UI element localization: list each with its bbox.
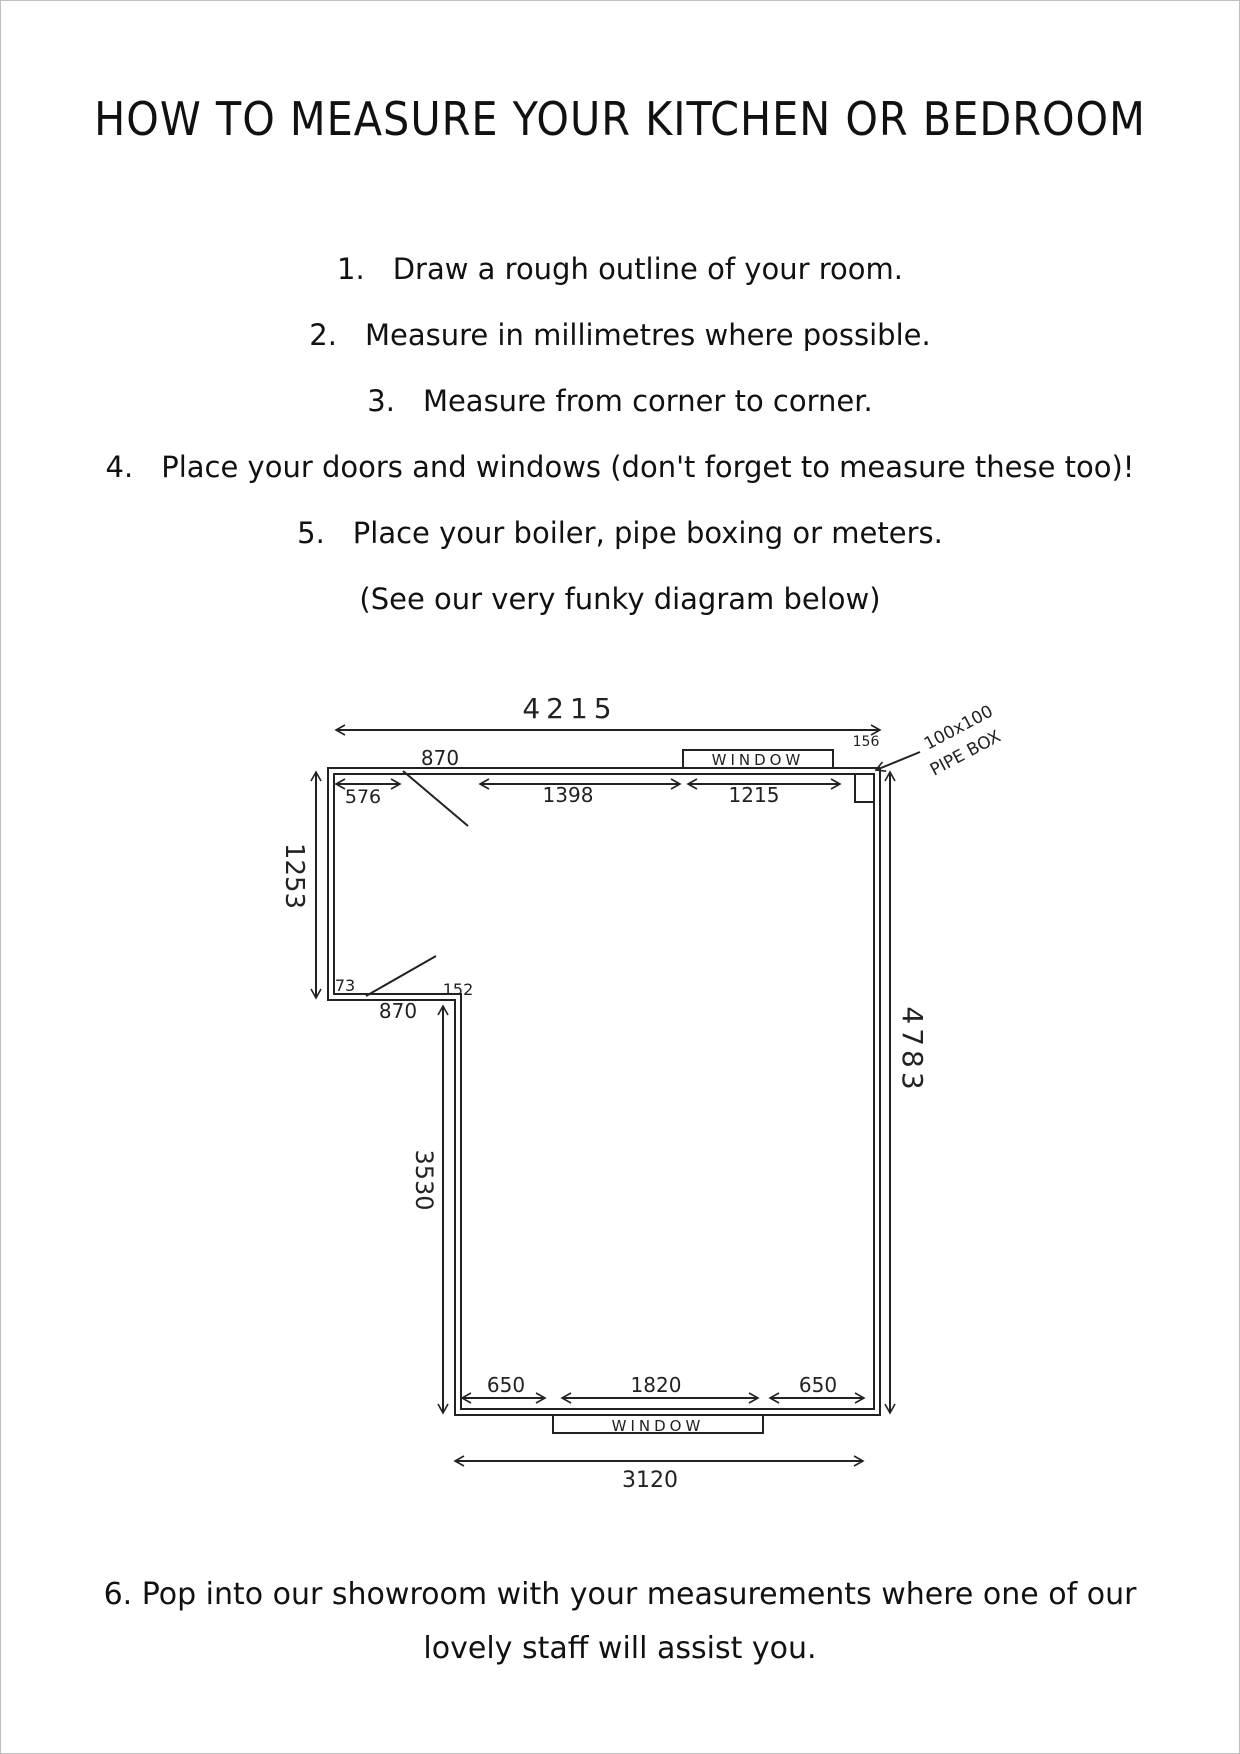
label-bottom-window-span: 1820	[631, 1373, 682, 1397]
footer-instruction: 6. Pop into our showroom with your measu…	[103, 1577, 1137, 1666]
label-bottom-window: WINDOW	[612, 1417, 705, 1435]
step-3-text: Measure from corner to corner.	[422, 384, 873, 418]
step-2: 2. Measure in millimetres where possible.	[0, 318, 1240, 352]
step-5-number: 5.	[297, 516, 325, 550]
label-top-left-return: 576	[345, 786, 381, 808]
page-title: HOW TO MEASURE YOUR KITCHEN OR BEDROOM	[94, 92, 1146, 146]
step-2-number: 2.	[309, 318, 337, 352]
label-door2-offset: 73	[335, 976, 355, 995]
bottom-window	[552, 1414, 764, 1434]
step-2-text: Measure in millimetres where possible.	[364, 318, 931, 352]
door-swing-top	[402, 770, 469, 827]
step-1-number: 1.	[337, 252, 365, 286]
label-top-window-span: 1215	[729, 783, 780, 807]
label-top-window: WINDOW	[712, 751, 805, 769]
step-4-number: 4.	[105, 450, 134, 484]
label-top-gap: 1398	[543, 783, 594, 807]
label-bottom-left: 650	[487, 1373, 525, 1397]
room-outline-outer	[327, 767, 881, 1416]
pipe-box	[854, 773, 875, 803]
step-5: 5. Place your boiler, pipe boxing or mete…	[0, 516, 1240, 550]
step-3-number: 3.	[367, 384, 395, 418]
label-right-wall: 4783	[896, 1006, 929, 1093]
step-3: 3. Measure from corner to corner.	[0, 384, 1240, 418]
room-outline-inner	[333, 773, 875, 1410]
label-bottom-width: 3120	[622, 1468, 678, 1493]
step-5-text: Place your boiler, pipe boxing or meters…	[352, 516, 943, 550]
step-1-text: Draw a rough outline of your room.	[392, 252, 903, 286]
door-swing-left	[365, 955, 437, 997]
label-overall-width: 4215	[522, 692, 617, 725]
top-window	[682, 749, 834, 769]
label-step-depth: 152	[443, 980, 474, 999]
step-1: 1. Draw a rough outline of your room.	[0, 252, 1240, 286]
diagram-note: (See our very funky diagram below)	[359, 582, 881, 616]
room-diagram: 4215 870 576 1398 1215 WINDOW 156 100x10…	[279, 692, 1005, 1493]
label-corner-gap: 156	[853, 734, 880, 750]
label-bottom-right: 650	[799, 1373, 837, 1397]
pipe-box-pointer	[874, 751, 921, 773]
label-top-door: 870	[421, 746, 459, 770]
step-4-text: Place your doors and windows (don't forg…	[161, 450, 1135, 484]
label-door2-width: 870	[379, 999, 417, 1023]
label-left-wall: 1253	[279, 843, 309, 909]
step-4: 4. Place your doors and windows (don't fo…	[0, 450, 1240, 484]
label-lower-left-wall: 3530	[410, 1149, 438, 1210]
